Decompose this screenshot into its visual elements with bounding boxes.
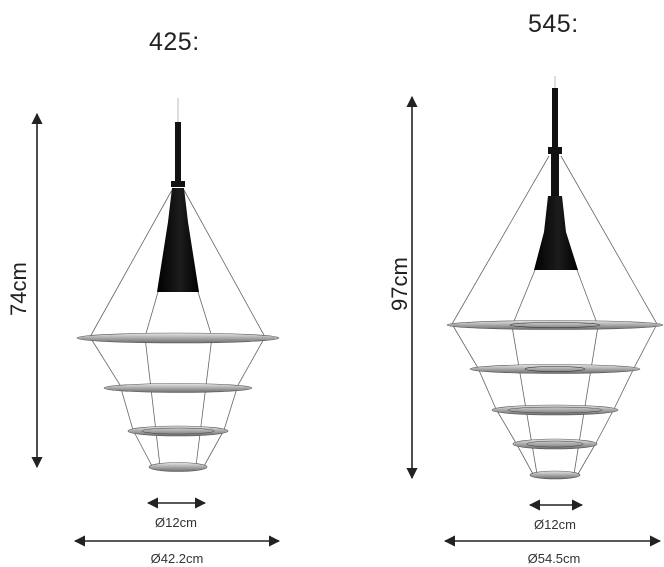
size-title-small: 425: xyxy=(149,28,200,56)
inner-diameter-label-small: Ø12cm xyxy=(155,515,197,530)
outer-diameter-label-small: Ø42.2cm xyxy=(150,551,204,566)
inner-diameter-label-large: Ø12cm xyxy=(534,517,576,532)
lamp-large xyxy=(446,76,664,480)
outer-diameter-label-large: Ø54.5cm xyxy=(527,551,581,566)
lamp-small xyxy=(76,98,280,472)
size-title-large: 545: xyxy=(528,10,579,38)
